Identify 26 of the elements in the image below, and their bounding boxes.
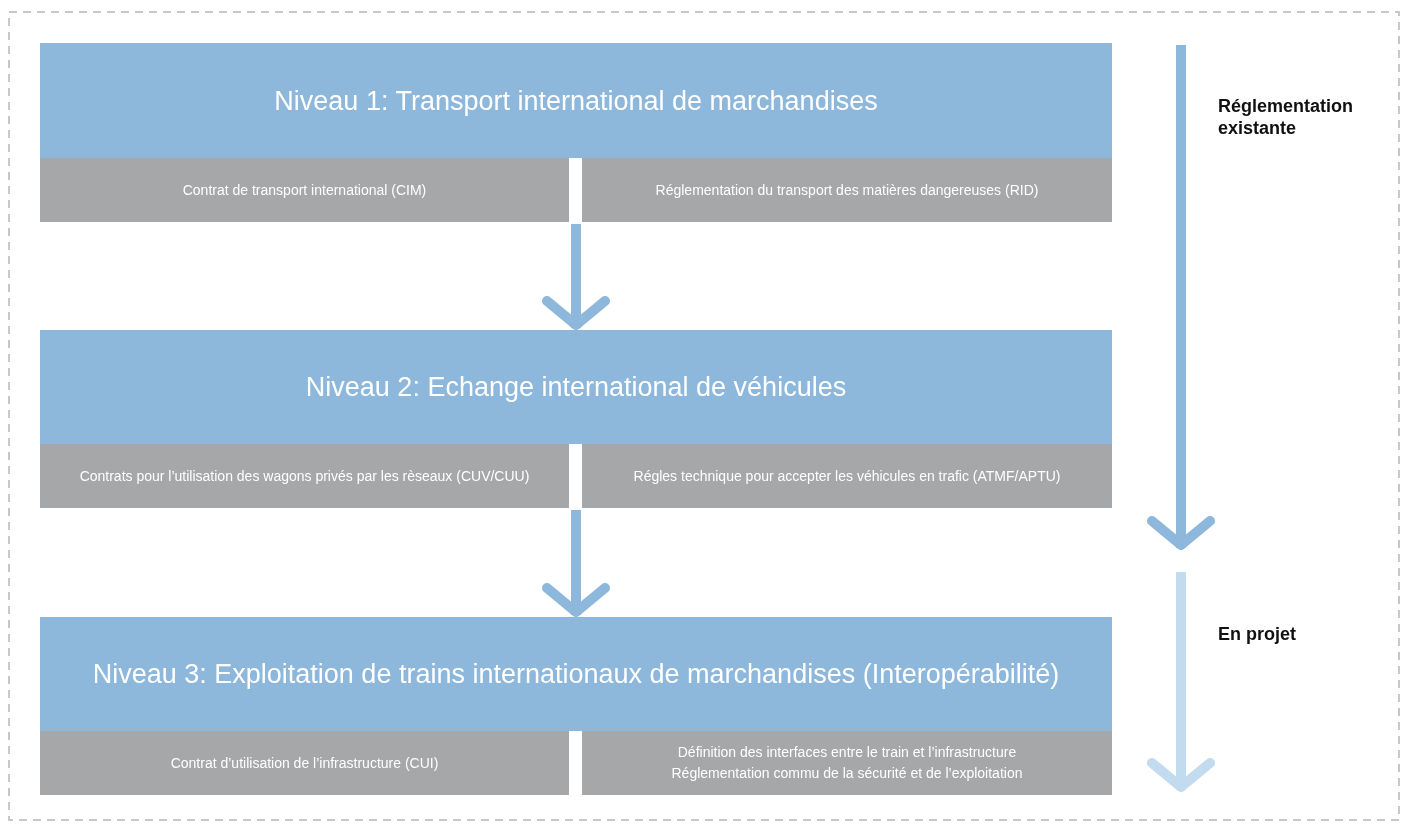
level-header: [40, 617, 1112, 731]
regulation-box: [582, 158, 1112, 222]
level-panel: [40, 43, 1112, 222]
regulation-text: Définition des interfaces entre le train et l’infrastructure: [677, 743, 1017, 762]
level-header: [40, 330, 1112, 444]
level-panel: [40, 330, 1112, 508]
regulation-box: [582, 731, 1112, 795]
regulation-text: Réglementation du transport des matières dangereuses (RID): [655, 180, 1039, 200]
regulation-text: Contrat de transport international (CIM): [182, 180, 427, 200]
regulation-text: Contrat d’utilisation de l’infrastructure (CUI): [170, 753, 439, 773]
regulation-box: [582, 444, 1112, 508]
regulation-box: [40, 158, 569, 222]
level-header: [40, 43, 1112, 158]
regulation-box: [40, 444, 569, 508]
level-title: Niveau 1: Transport international de marchandises: [274, 84, 878, 117]
down-arrow: [542, 224, 610, 330]
regulation-text: Réglementation commu de la sécurité et de l’exploitation: [671, 764, 1023, 783]
regulation-box: [40, 731, 569, 795]
regulation-text: Contrats pour l’utilisation des wagons privés par les rèseaux (CUV/CUU): [79, 466, 530, 486]
regulation-text: Régles technique pour accepter les véhicules en trafic (ATMF/APTU): [633, 466, 1061, 486]
down-arrow: [542, 510, 610, 617]
level-panel: [40, 617, 1112, 795]
level-title: Niveau 2: Echange international de véhicules: [305, 371, 847, 403]
status-label: Réglementation existante: [1218, 95, 1355, 139]
status-label: En projet: [1218, 623, 1297, 645]
level-title: Niveau 3: Exploitation de trains internationaux de marchandises (Interopérabilité): [92, 658, 1060, 690]
